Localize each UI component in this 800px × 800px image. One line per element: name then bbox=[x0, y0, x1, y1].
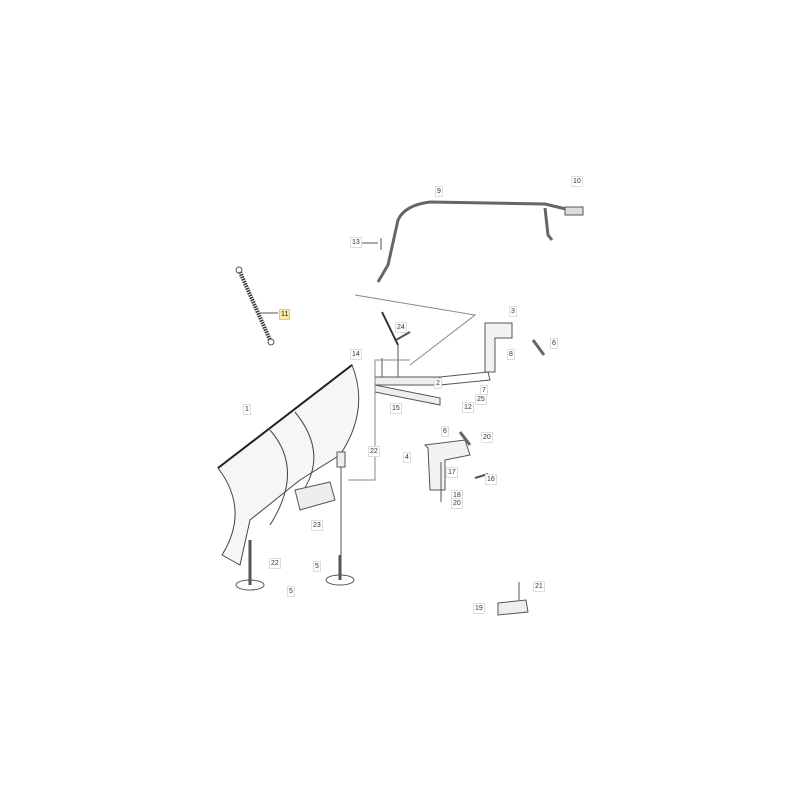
callout-5[interactable]: 5 bbox=[313, 561, 321, 572]
callout-8[interactable]: 8 bbox=[507, 349, 515, 360]
callout-5[interactable]: 5 bbox=[287, 586, 295, 597]
callout-11-highlighted[interactable]: 11 bbox=[279, 309, 291, 320]
callout-24[interactable]: 24 bbox=[395, 322, 407, 333]
callout-1[interactable]: 1 bbox=[243, 404, 251, 415]
grip bbox=[564, 206, 584, 216]
callout-13[interactable]: 13 bbox=[350, 237, 362, 248]
handle-bar bbox=[376, 200, 571, 283]
callout-19[interactable]: 19 bbox=[473, 603, 485, 614]
callout-6[interactable]: 6 bbox=[441, 426, 449, 437]
callout-12[interactable]: 12 bbox=[462, 402, 474, 413]
callout-9[interactable]: 9 bbox=[435, 186, 443, 197]
callout-22[interactable]: 22 bbox=[368, 446, 380, 457]
callout-17[interactable]: 17 bbox=[446, 467, 458, 478]
callout-3[interactable]: 3 bbox=[509, 306, 517, 317]
spring bbox=[235, 266, 278, 346]
callout-2[interactable]: 2 bbox=[434, 378, 442, 389]
callout-23[interactable]: 23 bbox=[311, 520, 323, 531]
callout-21[interactable]: 21 bbox=[533, 581, 545, 592]
callout-20[interactable]: 20 bbox=[481, 432, 493, 443]
callout-15[interactable]: 15 bbox=[390, 403, 402, 414]
callout-20[interactable]: 20 bbox=[451, 498, 463, 509]
callout-25[interactable]: 25 bbox=[475, 394, 487, 405]
plow-blade bbox=[217, 364, 360, 566]
callout-6[interactable]: 6 bbox=[550, 338, 558, 349]
callout-14[interactable]: 14 bbox=[350, 349, 362, 360]
callout-10[interactable]: 10 bbox=[571, 176, 583, 187]
callout-22[interactable]: 22 bbox=[269, 558, 281, 569]
callout-16[interactable]: 16 bbox=[485, 474, 497, 485]
callout-4[interactable]: 4 bbox=[403, 452, 411, 463]
